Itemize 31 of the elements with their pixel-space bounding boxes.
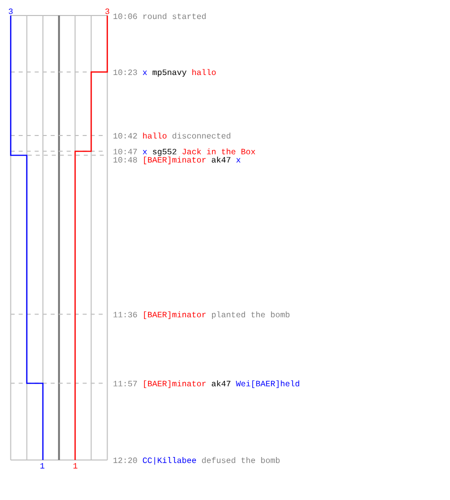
timestamp: 10:42	[114, 133, 137, 139]
player-name: hallo	[192, 69, 216, 76]
player-count: 1	[73, 463, 78, 468]
kill-symbol: x	[142, 70, 147, 75]
player-name: Jack in the Box	[182, 148, 256, 154]
timestamp: 11:36	[114, 312, 137, 318]
player-count: 3	[105, 8, 110, 14]
timestamp: 11:57	[114, 380, 137, 386]
player-name: Wei[BAER]held	[236, 380, 300, 388]
event-text: planted the bomb	[212, 311, 290, 319]
timestamp: 10:23	[114, 70, 137, 76]
player-name: CC|Killabee	[142, 457, 196, 465]
weapon-name: sg552	[152, 148, 176, 156]
player-count: 3	[8, 8, 13, 14]
player-name: [BAER]minator	[144, 380, 206, 388]
weapon-name: ak47	[212, 380, 230, 386]
timestamp: 12:20	[114, 458, 137, 464]
kill-symbol: x	[142, 150, 147, 154]
player-count: 1	[40, 463, 44, 468]
player-name: [BAER]minator	[144, 311, 206, 319]
event-text: defused the bomb	[202, 457, 280, 464]
kill-symbol: x	[236, 158, 240, 162]
timestamp: 10:06	[114, 14, 137, 20]
timestamp: 10:48	[114, 157, 137, 163]
timestamp: 10:47	[114, 148, 137, 154]
weapon-name: ak47	[212, 156, 230, 163]
event-text: disconnected	[172, 132, 230, 139]
event-text: round started	[143, 13, 206, 20]
player-name: [BAER]minator	[144, 156, 206, 164]
weapon-name: mp5navy	[152, 70, 186, 77]
player-name: hallo	[143, 132, 166, 139]
